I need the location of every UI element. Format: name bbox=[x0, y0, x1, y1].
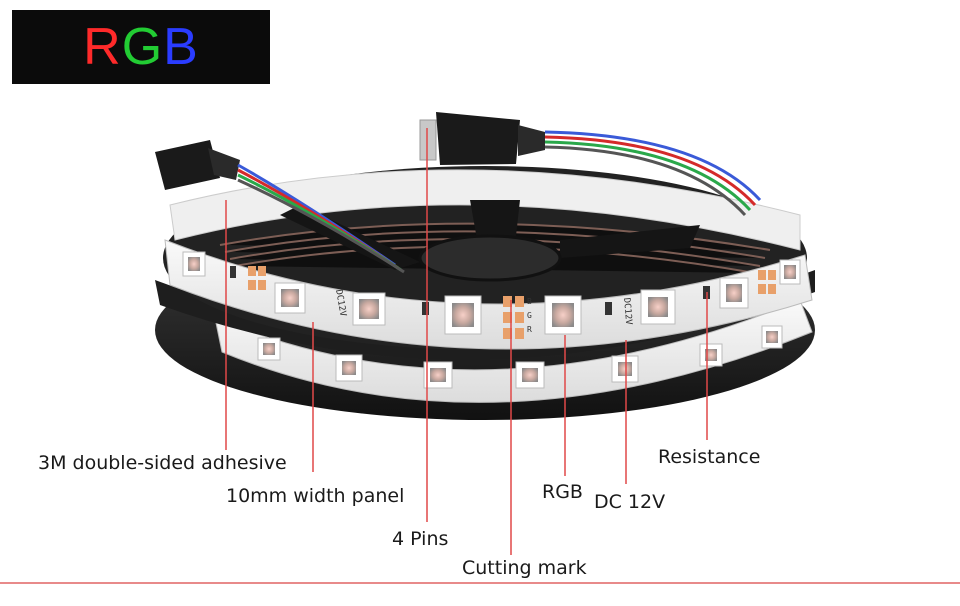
callout-pins: 4 Pins bbox=[392, 528, 449, 550]
callout-cutting-mark: Cutting mark bbox=[462, 557, 587, 579]
callout-dc: DC 12V bbox=[594, 491, 666, 513]
wires-top bbox=[544, 130, 762, 217]
callout-width-panel: 10mm width panel bbox=[226, 485, 405, 507]
led-chips-front bbox=[182, 251, 801, 335]
strip-lower-layer bbox=[214, 299, 813, 403]
bottom-divider bbox=[0, 582, 960, 584]
reel-spoke-top bbox=[470, 200, 520, 245]
callout-lines bbox=[225, 128, 708, 555]
strip-coil-back bbox=[169, 169, 801, 251]
connector-left bbox=[155, 140, 240, 190]
callout-resistance: Resistance bbox=[658, 446, 761, 468]
reel-spoke-right bbox=[560, 225, 700, 258]
reel-hub bbox=[418, 234, 562, 282]
pcb-marking-dc12v-a: DC12V bbox=[333, 289, 348, 318]
cutting-pads bbox=[248, 266, 776, 339]
callout-adhesive: 3M double-sided adhesive bbox=[38, 452, 287, 474]
callout-rgb: RGB bbox=[542, 481, 583, 503]
badge-letter-g: G bbox=[121, 18, 164, 76]
connector-top bbox=[419, 112, 545, 165]
rgb-title-badge: R G B bbox=[12, 10, 270, 84]
led-chips-lower bbox=[257, 325, 783, 389]
pcb-marking-g: G bbox=[527, 311, 532, 320]
pcb-marking-r: R bbox=[527, 325, 532, 334]
pcb-marking-dc12v-b: DC12V bbox=[621, 297, 633, 325]
pcb-marking-b: B bbox=[527, 297, 532, 306]
wires-left bbox=[237, 163, 405, 274]
badge-letter-b: B bbox=[163, 18, 199, 76]
badge-letter-r: R bbox=[83, 18, 122, 76]
